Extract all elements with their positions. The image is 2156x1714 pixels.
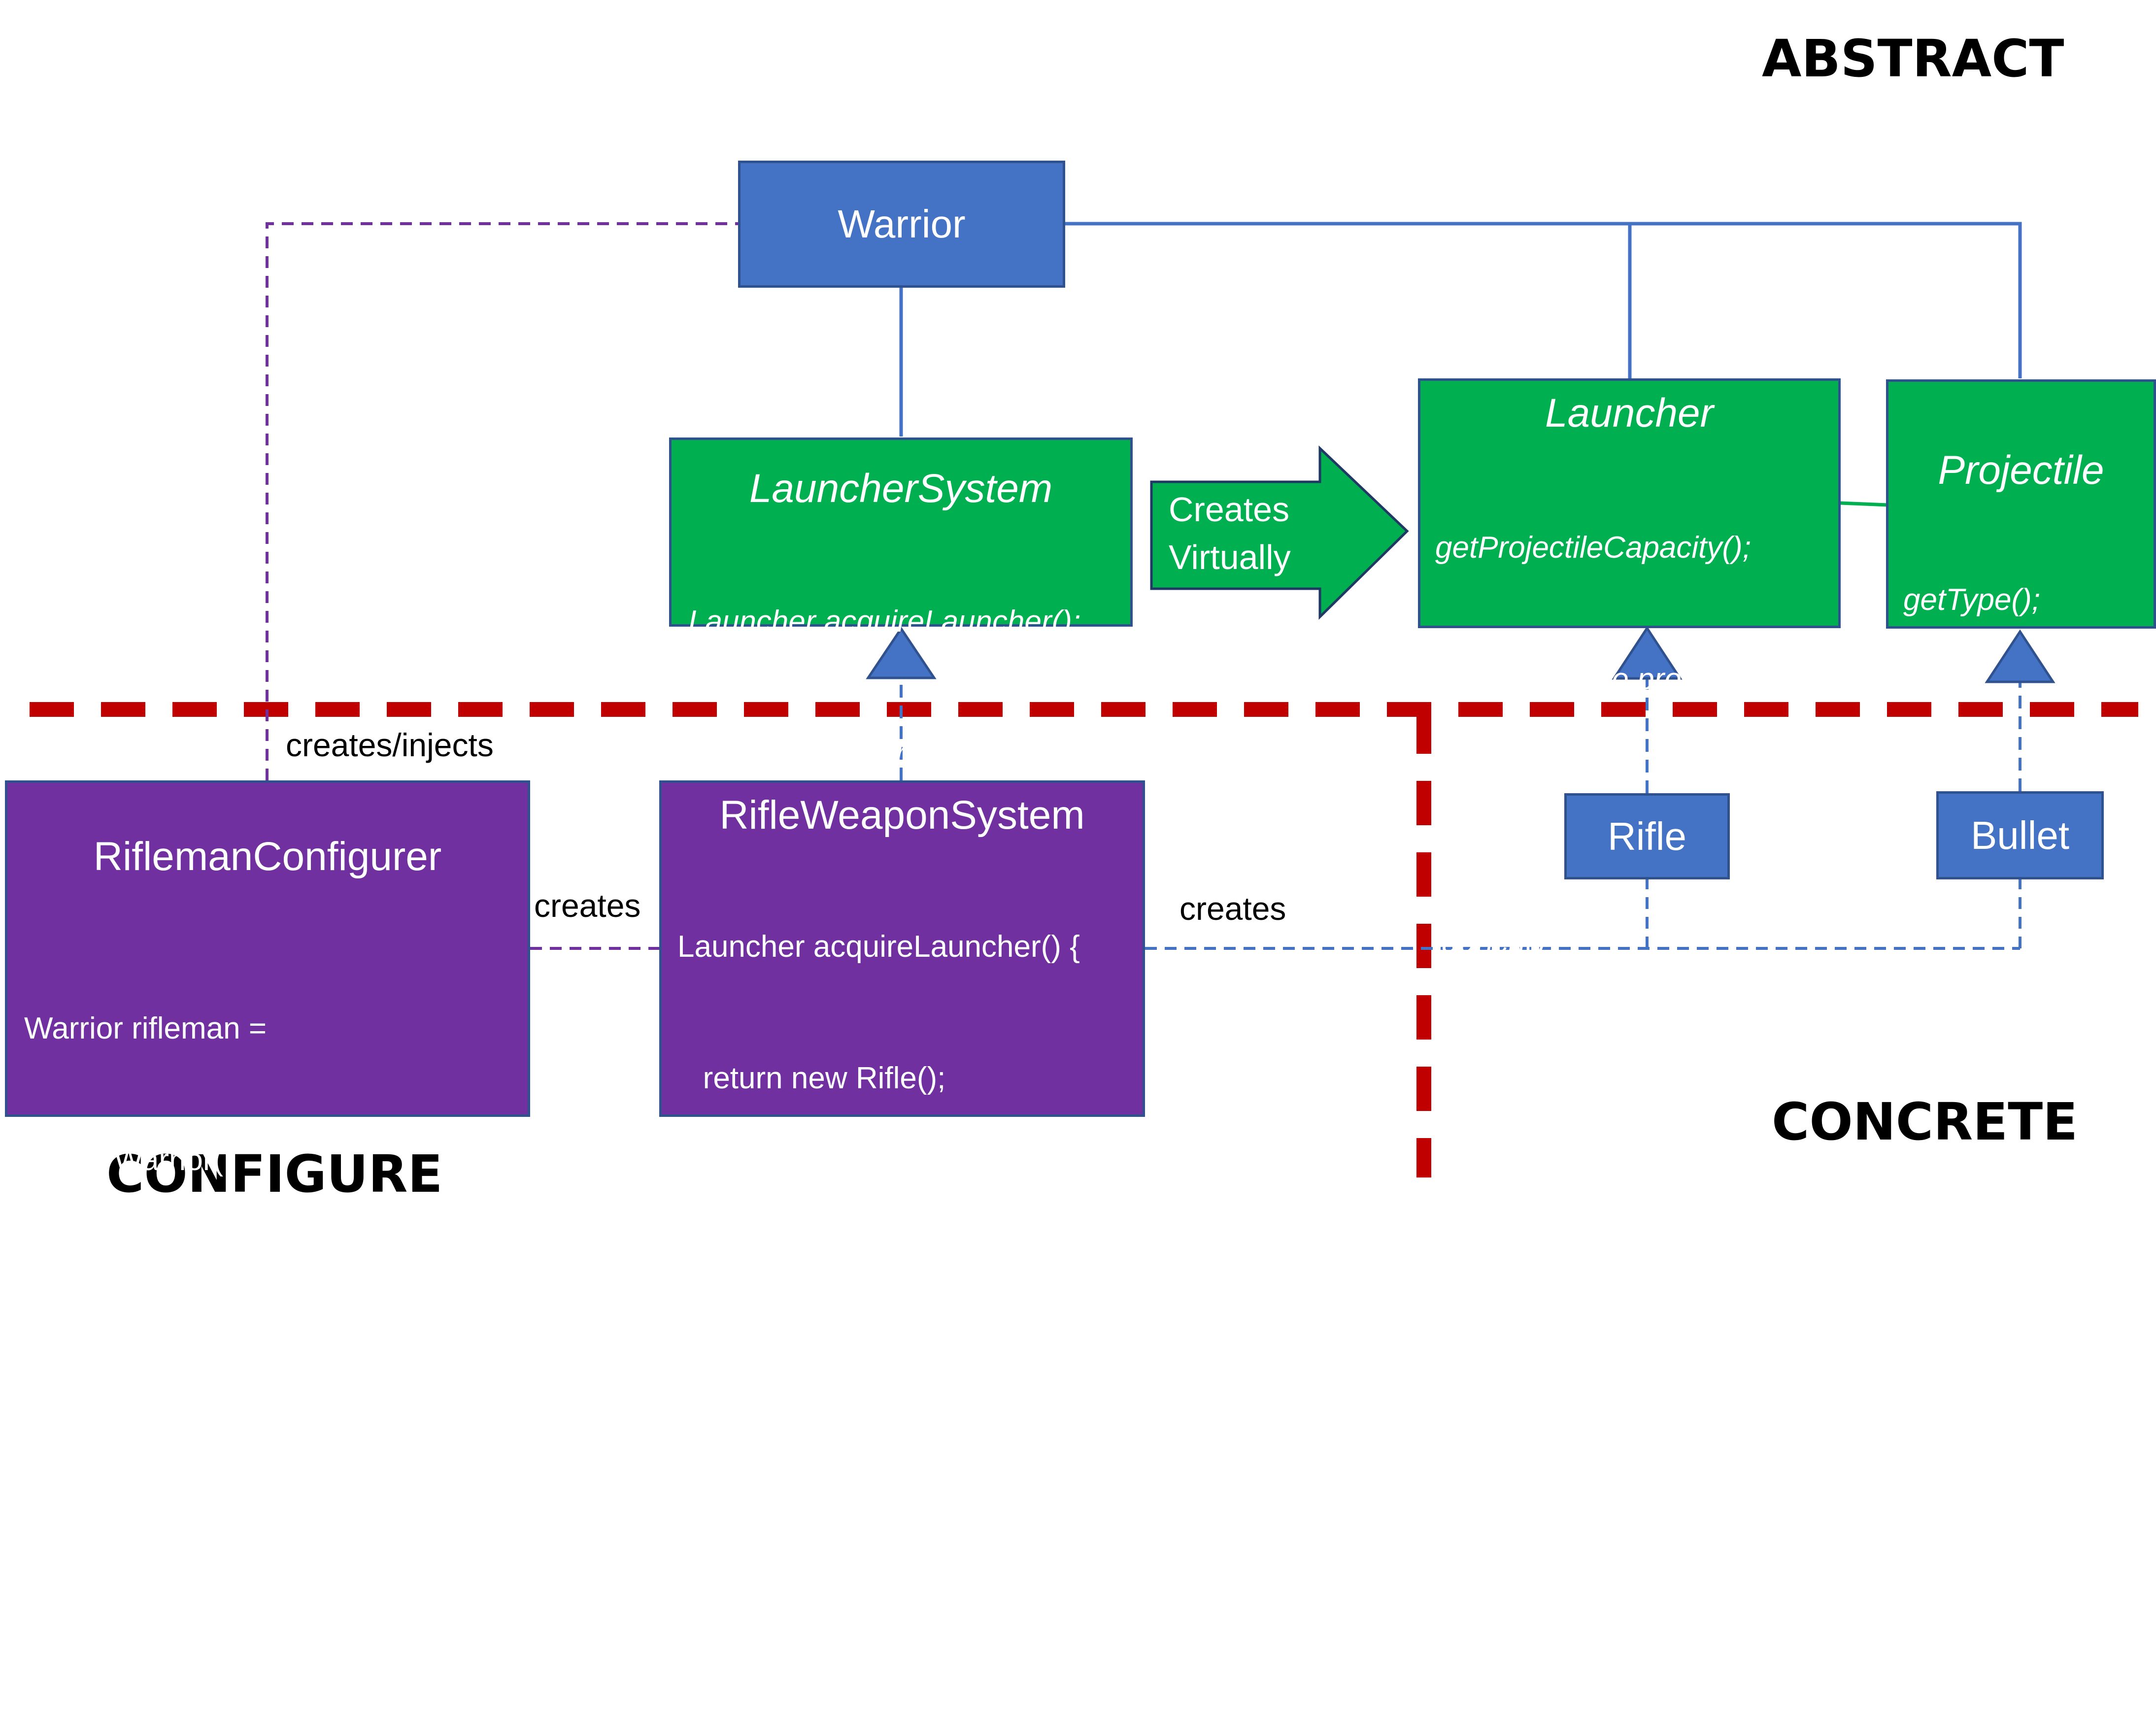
launcher-method: getProjectileCapacity();	[1435, 531, 1751, 565]
code-line: return new Rifle();	[677, 1061, 946, 1095]
rifle-weapon-system-code: Launcher acquireLauncher() { return new …	[662, 837, 1143, 1714]
abstract-region-label: ABSTRACT	[1762, 29, 2064, 89]
creates-virtually-arrow	[1150, 445, 1409, 620]
configurer-injects-warrior-arrow	[266, 222, 740, 780]
launcher-title: Launcher	[1545, 391, 1714, 436]
code-line: }	[677, 1587, 688, 1621]
launcher-box: Launcher getProjectileCapacity(); load(P…	[1418, 378, 1841, 959]
launcher-method: launch()	[1435, 925, 1546, 959]
creates-injects-label: creates/injects	[286, 727, 494, 763]
warrior-to-projectile-arrow	[1630, 222, 2022, 379]
bullet-title: Bullet	[1970, 813, 2070, 857]
rifleman-configurer-code: Warrior rifleman = new Warrior( new Rifl…	[7, 919, 528, 1401]
launcher-system-title: LauncherSystem	[749, 466, 1053, 511]
launcher-methods: getProjectileCapacity(); load(Projectile…	[1420, 438, 1838, 1052]
projectile-realization-triangle	[1985, 629, 2055, 683]
launcher-system-methods: Launcher acquireLauncher(); Projectile a…	[672, 512, 1130, 863]
warrior-title: Warrior	[838, 202, 966, 246]
launcher-to-projectile-arrow	[1840, 501, 1888, 507]
configure-region-label: CONFIGURE	[106, 1144, 443, 1204]
launchersystem-realization-triangle	[866, 626, 937, 679]
warrior-to-launcher-arrow	[1064, 222, 1632, 379]
launcher-system-method: Launcher acquireLauncher();	[688, 605, 1081, 639]
code-line: Projectile acquireProjectile() {	[677, 1324, 1077, 1358]
creates-blue-label: creates	[1179, 890, 1286, 927]
projectile-method: getType();	[1903, 583, 2040, 617]
launcher-system-box: LauncherSystem Launcher acquireLauncher(…	[669, 437, 1133, 770]
rifleman-configurer-box: RiflemanConfigurer Warrior rifleman = ne…	[5, 780, 530, 1309]
projectile-methods: getType();	[1888, 490, 2154, 709]
code-line: Warrior rifleman =	[24, 1011, 267, 1045]
rifle-weapon-system-box: RifleWeaponSystem Launcher acquireLaunch…	[659, 780, 1145, 1621]
creates-virtually-line1: Creates	[1169, 490, 1290, 529]
code-line: new RifleWeaponSystem());	[24, 1275, 455, 1309]
rifle-weapon-system-title: RifleWeaponSystem	[719, 793, 1085, 838]
launcher-system-method: Projectile acquireProjectile();	[688, 736, 1078, 770]
creates-virtually-line2: Virtually	[1169, 538, 1291, 576]
code-line: Launcher acquireLauncher() {	[677, 930, 1080, 964]
creates-purple-label: creates	[534, 887, 641, 924]
code-line: return new Bullet();	[677, 1456, 961, 1490]
launcher-method: load(Projectile projectile);	[1435, 662, 1779, 696]
code-line: new Warrior(	[24, 1143, 224, 1177]
rifle-box: Rifle	[1564, 793, 1730, 879]
rifle-title: Rifle	[1607, 814, 1687, 858]
code-line: }	[677, 1193, 688, 1227]
rifleman-configurer-title: RiflemanConfigurer	[93, 834, 442, 879]
projectile-title: Projectile	[1938, 448, 2104, 493]
warrior-box: Warrior	[738, 161, 1065, 288]
concrete-region-label: CONCRETE	[1772, 1092, 2078, 1152]
diagram-canvas	[30, 222, 2138, 1177]
bullet-box: Bullet	[1936, 791, 2104, 879]
launcher-method: aim();	[1435, 794, 1514, 828]
projectile-box: Projectile getType();	[1886, 379, 2156, 629]
launcher-realization-triangle	[1612, 626, 1683, 680]
